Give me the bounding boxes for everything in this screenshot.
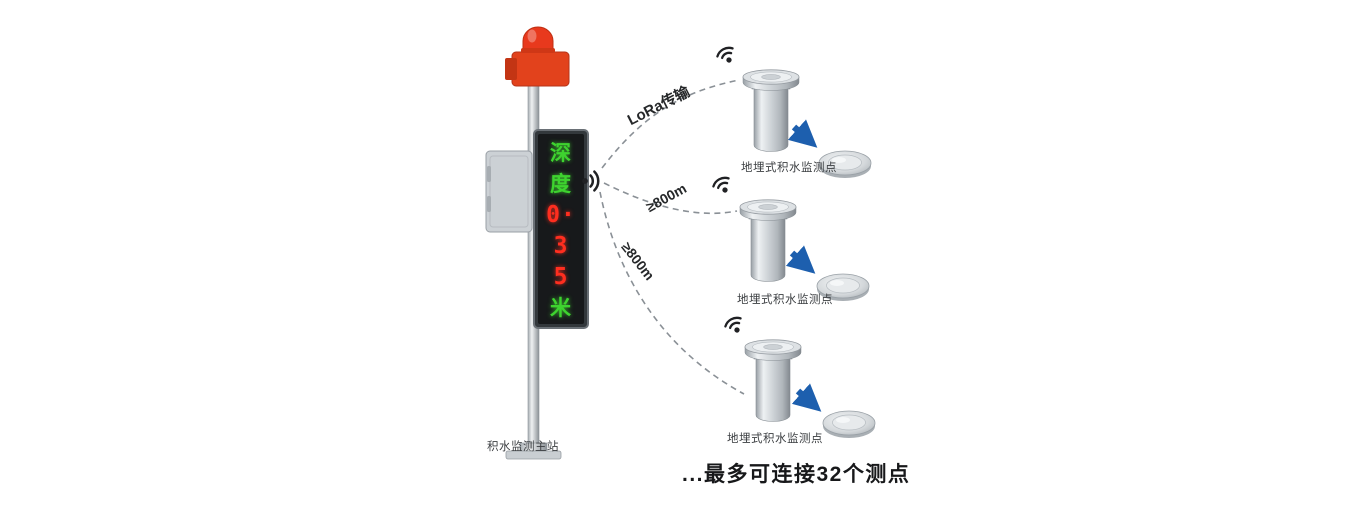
control-box [485, 150, 533, 233]
buried-sensor-3 [744, 339, 802, 422]
water-sensor-disc-3 [822, 410, 876, 439]
led-display-panel [533, 129, 589, 329]
alarm-beacon [505, 26, 570, 87]
sensor-label-1: 地埋式积水监测点 [741, 162, 837, 174]
led-line-3: 0· [546, 202, 576, 228]
buried-sensor-2 [739, 199, 797, 282]
led-line-1: 深 [550, 141, 572, 165]
footer-note: ...最多可连接32个测点 [682, 463, 911, 486]
wifi-icon-3 [722, 314, 747, 338]
led-display-text: 深 度 0· 3 5 米 [537, 138, 585, 324]
arrow-to-disc-3 [791, 383, 822, 412]
lora-link-curve-1 [601, 79, 740, 169]
arrow-to-disc-1 [787, 119, 818, 148]
wifi-icon-2 [710, 174, 735, 198]
sensor-label-3: 地埋式积水监测点 [727, 433, 823, 445]
pole-base [505, 442, 562, 460]
station-label: 积水监测主站 [487, 441, 559, 453]
buried-sensor-1 [742, 69, 800, 152]
lora-link-curve-2 [603, 182, 738, 215]
led-line-5: 5 [553, 264, 569, 290]
led-line-2: 度 [550, 172, 572, 196]
wifi-icon-1 [714, 44, 739, 68]
arrow-to-disc-2 [785, 245, 816, 274]
led-line-6: 米 [550, 296, 572, 320]
led-line-4: 3 [553, 233, 569, 259]
lora-link-curve-3 [599, 191, 745, 395]
sensor-label-2: 地埋式积水监测点 [737, 294, 833, 306]
